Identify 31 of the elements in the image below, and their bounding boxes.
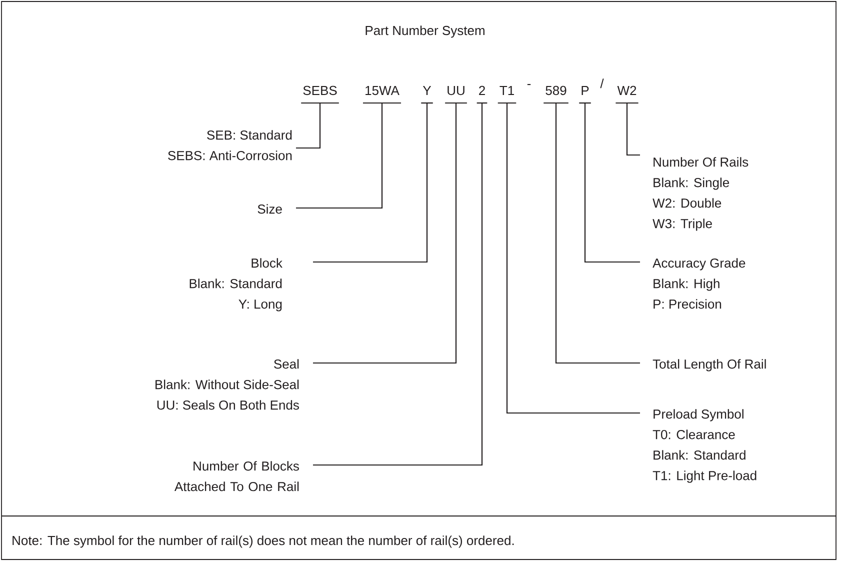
leader-line xyxy=(626,103,640,156)
leader-line xyxy=(296,103,321,149)
part-code: SEBS xyxy=(301,86,339,104)
part-code: UU xyxy=(445,86,467,104)
description-text: Accuracy Grade Blank: High P: Precision xyxy=(652,258,746,309)
part-code: P xyxy=(579,86,591,104)
description-text: Total Length Of Rail xyxy=(652,359,766,372)
part-code: T1 xyxy=(498,86,516,104)
part-code: W2 xyxy=(616,86,638,104)
description-text: Number Of Blocks Attached To One Rail xyxy=(174,461,299,492)
description-text: Preload Symbol T0: Clearance Blank: Standard T1: Light Pre-load xyxy=(652,409,756,483)
title: Part Number System xyxy=(366,26,484,38)
description-text: SEB: Standard SEBS: Anti-Corrosion xyxy=(168,130,292,160)
note: Note: The symbol for the number of rail(s) does not mean the number of rail(s) ordered. xyxy=(12,536,514,548)
leader-line xyxy=(313,103,428,263)
separator: - xyxy=(527,84,531,86)
description-text: Block Blank: Standard Y: Long xyxy=(190,258,282,312)
leader-line xyxy=(584,103,640,263)
part-code: 15WA xyxy=(363,86,402,104)
part-code: 2 xyxy=(476,86,488,104)
leader-line xyxy=(313,103,457,364)
description-text: Number Of Rails Blank: Single W2: Double W3: Triple xyxy=(652,157,748,231)
part-code: 589 xyxy=(544,86,568,104)
leader-line xyxy=(296,103,383,209)
leader-line xyxy=(555,103,640,364)
part-code: Y xyxy=(421,86,433,104)
leader-line xyxy=(313,103,483,466)
description-text: Size xyxy=(258,204,282,214)
leader-line xyxy=(506,103,640,414)
separator: / xyxy=(600,78,604,88)
description-text: Seal Blank: Without Side-Seal UU: Seals On Both Ends xyxy=(156,359,299,410)
